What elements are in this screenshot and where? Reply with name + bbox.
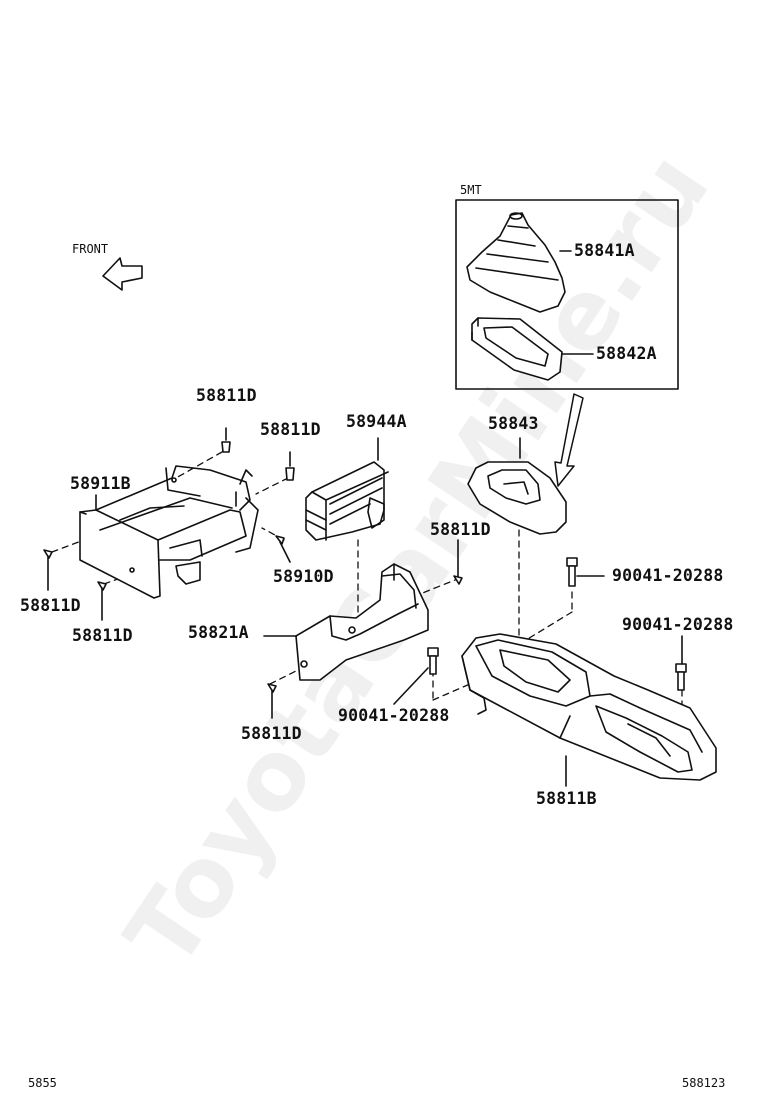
variant-box xyxy=(455,199,679,390)
part-label-58842A[interactable]: 58842A xyxy=(596,344,657,363)
variant-label: 5MT xyxy=(460,183,482,197)
footer-right-code: 588123 xyxy=(682,1076,726,1090)
part-label-58841A[interactable]: 58841A xyxy=(574,241,635,260)
footer-left-code: 5855 xyxy=(28,1076,57,1090)
part-label-90041-20288-upper[interactable]: 90041-20288 xyxy=(612,566,724,585)
shift-boot-part xyxy=(466,212,572,313)
assembly-arrow-icon xyxy=(554,393,584,487)
clip-fasteners xyxy=(43,427,463,719)
console-bracket-part xyxy=(79,465,259,599)
front-label: FRONT xyxy=(72,242,109,256)
part-label-58811D-top[interactable]: 58811D xyxy=(196,386,257,405)
part-label-58811D-upper[interactable]: 58811D xyxy=(260,420,321,439)
part-label-58911B[interactable]: 58911B xyxy=(70,474,131,493)
leader-lines xyxy=(95,491,237,511)
shift-bezel-part xyxy=(467,437,567,535)
front-arrow-icon xyxy=(102,257,143,291)
part-label-58843[interactable]: 58843 xyxy=(488,414,539,433)
part-label-58811D-right[interactable]: 58811D xyxy=(430,520,491,539)
part-label-58811D-lower-left[interactable]: 58811D xyxy=(72,626,133,645)
part-label-58821A[interactable]: 58821A xyxy=(188,623,249,642)
part-label-58811D-bottom[interactable]: 58811D xyxy=(241,724,302,743)
center-console-part xyxy=(461,633,717,787)
side-panel-part xyxy=(263,563,429,681)
shift-plate-part xyxy=(471,317,594,381)
part-label-90041-20288-right[interactable]: 90041-20288 xyxy=(622,615,734,634)
part-label-58811B[interactable]: 58811B xyxy=(536,789,597,808)
part-label-58811D-left[interactable]: 58811D xyxy=(20,596,81,615)
part-label-58944A[interactable]: 58944A xyxy=(346,412,407,431)
part-label-90041-20288-left[interactable]: 90041-20288 xyxy=(338,706,450,725)
control-module-part xyxy=(305,437,389,541)
bolt-fasteners xyxy=(393,557,687,705)
part-label-58910D[interactable]: 58910D xyxy=(273,567,334,586)
